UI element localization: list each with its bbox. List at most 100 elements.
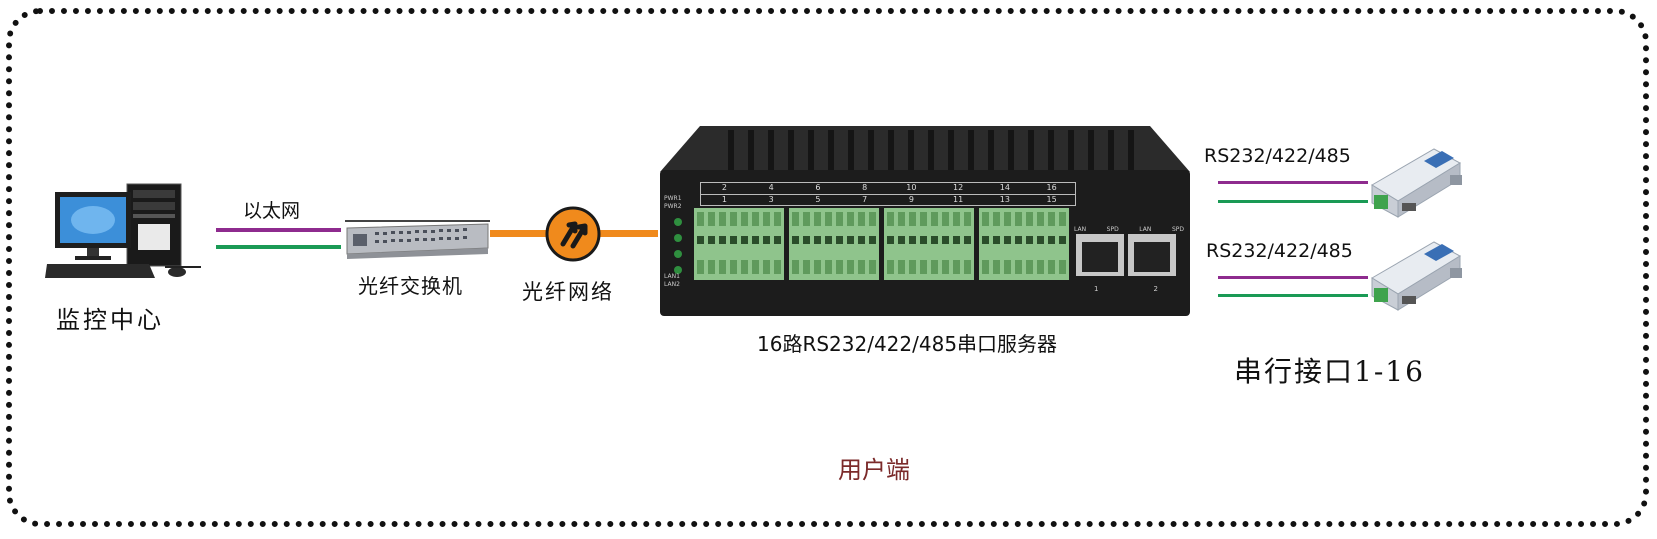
terminal-pin — [752, 236, 759, 244]
terminal-pin — [719, 236, 726, 244]
port-header-bottom-2: 3 — [768, 195, 774, 204]
terminal-pin — [1015, 236, 1022, 244]
terminal-pin — [803, 212, 810, 226]
port-header-bottom-1: 1 — [721, 195, 727, 204]
terminal-pin — [887, 212, 894, 226]
terminal-pin — [1015, 212, 1022, 226]
terminal-pin — [708, 260, 715, 274]
terminal-pin — [931, 236, 938, 244]
terminal-pin — [1026, 260, 1033, 274]
terminal-block — [884, 208, 974, 280]
terminal-pin — [708, 236, 715, 244]
terminal-pin — [719, 260, 726, 274]
terminal-pin — [792, 212, 799, 226]
terminal-pin — [719, 212, 726, 226]
terminal-pin — [964, 236, 971, 244]
terminal-pin — [730, 260, 737, 274]
terminal-pin — [697, 236, 704, 244]
lan-label-2: LAN — [1139, 226, 1152, 233]
terminal-pin — [730, 236, 737, 244]
terminal-pin — [920, 260, 927, 274]
lan-labels: LAN SPD LAN SPD — [1074, 226, 1184, 233]
terminal-pin — [858, 260, 865, 274]
terminal-pin — [708, 212, 715, 226]
terminal-pin — [814, 212, 821, 226]
port-header-top-2: 4 — [768, 183, 774, 192]
terminal-pin — [1059, 260, 1066, 274]
terminal-pin — [920, 236, 927, 244]
serial-line-top-green — [1218, 200, 1368, 203]
terminal-block — [694, 208, 784, 280]
terminal-pin — [763, 260, 770, 274]
terminal-pin — [792, 236, 799, 244]
terminal-pin — [953, 260, 960, 274]
led-label-pwr1: PWR1 — [664, 195, 682, 202]
serial-converter-icon-bottom — [1366, 238, 1466, 313]
terminal-pin — [982, 236, 989, 244]
terminal-pin — [993, 236, 1000, 244]
spd-label-2: SPD — [1171, 226, 1184, 233]
terminal-pin — [993, 212, 1000, 226]
terminal-pin — [1004, 260, 1011, 274]
port-header-bottom-4: 7 — [862, 195, 868, 204]
port-header-bottom-8: 15 — [1046, 195, 1057, 204]
port-header-bottom-6: 11 — [953, 195, 964, 204]
computer-icon — [45, 180, 215, 280]
terminal-pin — [909, 212, 916, 226]
fiber-network-icon — [545, 206, 601, 262]
terminal-pin — [953, 212, 960, 226]
terminal-pin — [1037, 212, 1044, 226]
terminal-pin — [964, 212, 971, 226]
terminal-pin — [942, 260, 949, 274]
terminal-pin — [931, 260, 938, 274]
terminal-pin — [763, 212, 770, 226]
terminal-pin — [982, 212, 989, 226]
terminal-pin — [953, 236, 960, 244]
serial-server-device — [658, 122, 1192, 318]
terminal-pin — [964, 260, 971, 274]
terminal-pin — [920, 212, 927, 226]
terminal-pin — [803, 260, 810, 274]
terminal-pin — [763, 236, 770, 244]
port-header-top-7: 14 — [999, 183, 1010, 192]
port-header-bottom-3: 5 — [815, 195, 821, 204]
terminal-pin — [774, 260, 781, 274]
rs-label-top: RS232/422/485 — [1204, 145, 1351, 167]
terminal-pin — [752, 260, 759, 274]
terminal-pin — [741, 236, 748, 244]
terminal-pin — [741, 260, 748, 274]
terminal-pin — [942, 236, 949, 244]
lan-port-1-number: 1 — [1094, 285, 1099, 293]
terminal-pin — [942, 212, 949, 226]
monitor-center-label: 监控中心 — [56, 306, 164, 334]
terminal-pin — [847, 236, 854, 244]
spd-label-1: SPD — [1106, 226, 1119, 233]
terminal-pin — [836, 236, 843, 244]
serial-converter-icon-top — [1366, 145, 1466, 220]
lan-port-2-number: 2 — [1153, 285, 1158, 293]
terminal-pin — [909, 236, 916, 244]
terminal-pin — [774, 212, 781, 226]
port-header-top-4: 8 — [862, 183, 868, 192]
terminal-pin — [858, 236, 865, 244]
terminal-pin — [1026, 212, 1033, 226]
port-header-bottom-7: 13 — [999, 195, 1010, 204]
terminal-pin — [1026, 236, 1033, 244]
led-label-pwr2: PWR2 — [664, 203, 682, 210]
terminal-pin — [836, 260, 843, 274]
port-header-top-5: 10 — [906, 183, 917, 192]
terminal-pin — [774, 236, 781, 244]
terminal-pin — [814, 260, 821, 274]
terminal-pin — [1004, 236, 1011, 244]
terminal-pin — [803, 236, 810, 244]
terminal-pin — [836, 212, 843, 226]
terminal-pin — [887, 236, 894, 244]
diagram-frame — [6, 8, 1649, 527]
user-end-label: 用户端 — [838, 456, 910, 484]
terminal-pin — [1059, 212, 1066, 226]
led-label-lan1: LAN1 — [664, 273, 680, 280]
terminal-pin — [792, 260, 799, 274]
terminal-pin — [847, 212, 854, 226]
terminal-pin — [741, 212, 748, 226]
terminal-pin — [825, 212, 832, 226]
